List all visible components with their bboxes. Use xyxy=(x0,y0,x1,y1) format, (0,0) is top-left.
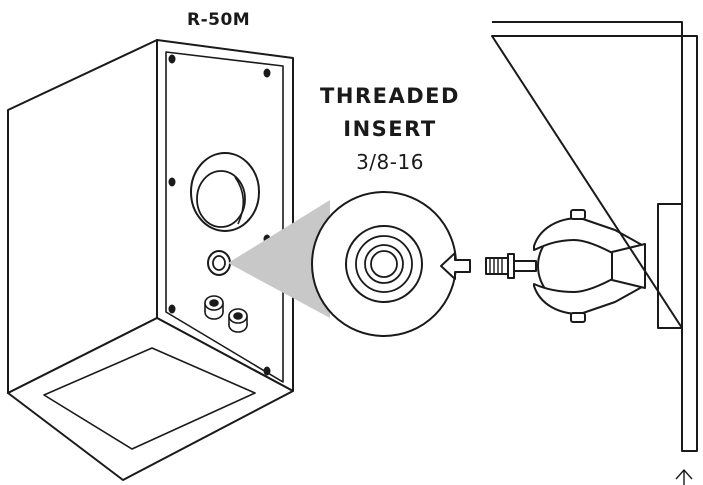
arrow-icon xyxy=(440,252,471,280)
callout-title: INSERT xyxy=(343,117,437,141)
callout-spec: 3/8-16 xyxy=(356,150,424,174)
screw xyxy=(168,304,176,314)
wall xyxy=(491,21,698,452)
screw xyxy=(263,366,271,376)
screw xyxy=(168,54,176,64)
model-label: R-50M xyxy=(187,10,251,30)
cabinet-bottom-recess xyxy=(43,347,256,450)
binding-post xyxy=(204,295,224,320)
wall-plate xyxy=(657,203,683,329)
mount-clamp-upper xyxy=(533,217,643,257)
panel-screws xyxy=(168,54,271,376)
screw xyxy=(168,177,176,187)
wall-mount-bracket xyxy=(485,203,683,329)
mount-clamp-lower xyxy=(533,275,643,315)
callout-title: THREADED xyxy=(320,84,460,108)
screw xyxy=(263,68,271,78)
callout-beam xyxy=(228,200,330,318)
callout-magnifier xyxy=(311,191,457,337)
threaded-insert xyxy=(207,250,231,276)
binding-posts xyxy=(204,295,248,333)
bass-port xyxy=(190,152,260,232)
up-arrow-icon xyxy=(675,468,693,485)
binding-post xyxy=(228,308,248,333)
